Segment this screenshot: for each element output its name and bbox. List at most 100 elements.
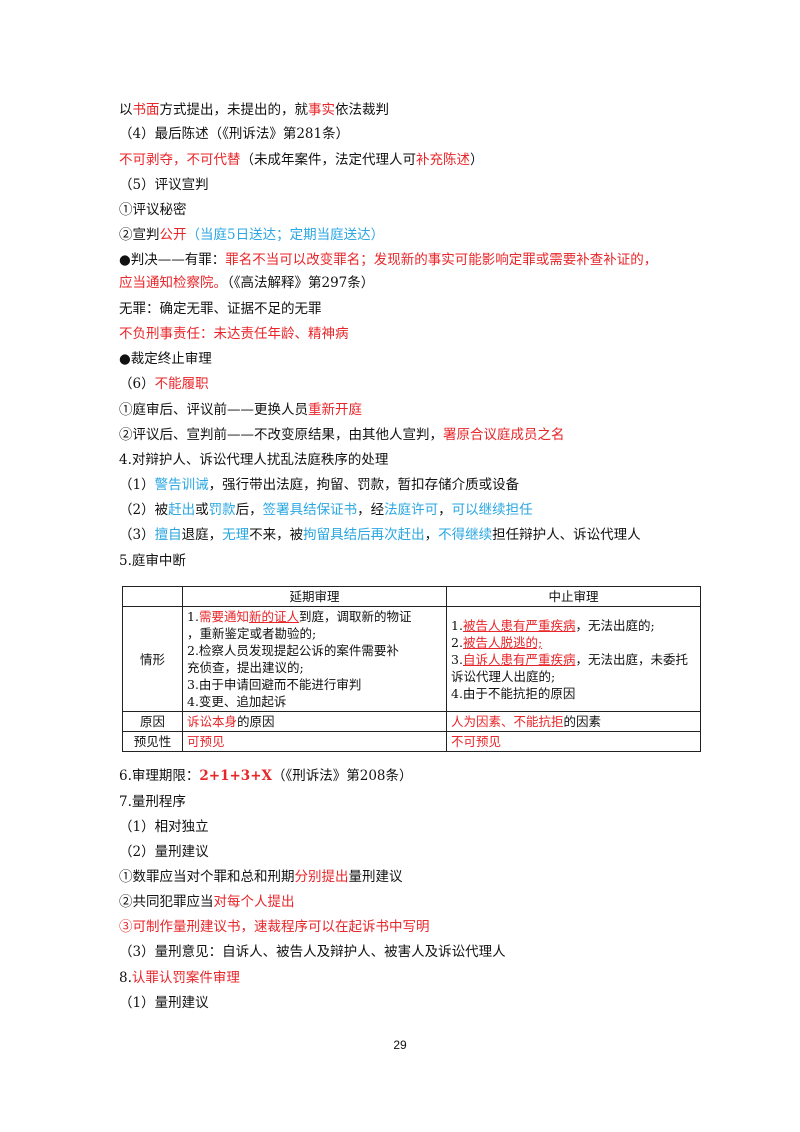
text-run: 担任辩护人、诉讼代理人 [492, 527, 641, 543]
text-run: ， [438, 502, 452, 518]
text-line: （1）警告训诫，强行带出法庭，拘留、罚款，暂扣存储介质或设备 [119, 475, 519, 495]
text-run: ，经 [357, 502, 385, 518]
row-label: 情形 [122, 606, 183, 712]
text-run: 5.庭审中断 [119, 553, 186, 569]
text-line: 以书面方式提出，未提出的，就事实依法裁判 [119, 100, 389, 120]
table-header-postpone: 延期审理 [182, 586, 447, 607]
text-run: 无理 [222, 527, 250, 543]
text-run: 2. [451, 634, 463, 650]
text-run: （4）最后陈述（《刑诉法》第281条） [119, 126, 350, 142]
text-run: ①数罪应当对个罪和总和刑期 [119, 869, 295, 885]
text-run: 人为因素、不能抗拒 [451, 714, 564, 729]
text-run: 充侦查，提出建议的; [187, 660, 304, 675]
text-run: （2）量刑建议 [119, 844, 209, 860]
text-run: 2.检察人员发现提起公诉的案件需要补 [187, 643, 399, 658]
text-line: （2）量刑建议 [119, 842, 209, 862]
text-run: 2+1+3+X [199, 768, 272, 784]
row-label: 预见性 [122, 731, 183, 752]
text-line: ①庭审后、评议前——更换人员重新开庭 [119, 400, 362, 420]
text-line: ③可制作量刑建议书，速裁程序可以在起诉书中写明 [119, 917, 430, 937]
cell-line: 充侦查，提出建议的; [187, 659, 442, 676]
text-run: 自诉人患有严重疾病 [462, 651, 576, 667]
text-run: 不得继续 [438, 527, 493, 543]
suspend-cell: 人为因素、不能抗拒的因素 [446, 711, 701, 732]
text-line: 4.对辩护人、诉讼代理人扰乱法庭秩序的处理 [119, 450, 388, 470]
text-line: （3）擅自退庭，无理不来，被拘留具结后再次赶出，不得继续担任辩护人、诉讼代理人 [119, 525, 641, 545]
text-line: （1）量刑建议 [119, 993, 209, 1013]
text-run: 依法裁判 [335, 102, 389, 118]
text-run: 诉讼代理人出庭的; [451, 668, 556, 684]
table-header-row: 延期审理 中止审理 [122, 586, 701, 607]
text-run: 可以继续担任 [451, 502, 533, 518]
text-run: 赶出 [168, 502, 196, 518]
text-run: ③可制作量刑建议书，速裁程序可以在起诉书中写明 [119, 919, 430, 935]
text-run: 8. [119, 970, 132, 986]
text-run: 6.审理期限： [119, 768, 200, 784]
text-line: ②评议后、宣判前——不改变原结果，由其他人宣判，署原合议庭成员之名 [119, 425, 565, 445]
text-run: 署原合议庭成员之名 [443, 427, 565, 443]
text-run: 不可剥夺，不可代替 [119, 152, 241, 168]
text-line: 不可剥夺，不可代替（未成年案件，法定代理人可补充陈述） [119, 150, 484, 170]
text-line: ②宣判公开（当庭5日送达；定期当庭送达） [119, 225, 384, 245]
text-run: 不能履职 [154, 376, 209, 392]
text-run: （《高法解释》第297条） [227, 275, 375, 291]
text-run: 7.量刑程序 [119, 794, 186, 810]
cell-line: 1.被告人患有严重疾病，无法出庭的; [451, 617, 696, 634]
text-run: ②宣判 [119, 227, 160, 243]
text-line: 8.认罪认罚案件审理 [119, 968, 240, 988]
cell-line: 不可预见 [451, 733, 696, 750]
text-run: 到庭，调取新的物证 [298, 609, 412, 624]
cell-line: 诉讼本身的原因 [187, 713, 442, 730]
row-label: 原因 [122, 711, 183, 732]
text-run: 4.变更、追加起诉 [187, 694, 287, 709]
text-run: 不负刑事责任：未达责任年龄、精神病 [119, 326, 349, 342]
text-line: 5.庭审中断 [119, 551, 186, 571]
text-run: 量刑建议 [348, 869, 403, 885]
text-run: ，强行带出法庭，拘留、罚款，暂扣存储介质或设备 [208, 477, 520, 493]
cell-line: 4.变更、追加起诉 [187, 693, 442, 710]
text-line: ①评议秘密 [119, 200, 187, 220]
text-run: （2）被 [119, 502, 169, 518]
text-run: ②评议后、宣判前——不改变原结果，由其他人宣判， [119, 427, 443, 443]
postpone-cell: 1.需要通知新的证人到庭，调取新的物证，重新鉴定或者勘验的;2.检察人员发现提起… [182, 606, 447, 712]
text-run: 可预见 [187, 734, 225, 749]
text-line: （4）最后陈述（《刑诉法》第281条） [119, 124, 349, 144]
text-run: 罚款 [208, 502, 236, 518]
cell-line: 4.由于不能抗拒的原因 [451, 685, 696, 702]
text-run: 被告人患有严重疾病 [462, 617, 576, 633]
text-run: 警告训诫 [154, 477, 209, 493]
text-line: 无罪：确定无罪、证据不足的无罪 [119, 299, 322, 319]
text-line: （1）相对独立 [119, 817, 209, 837]
cell-line: 人为因素、不能抗拒的因素 [451, 713, 696, 730]
cell-line: ，重新鉴定或者勘验的; [187, 625, 442, 642]
text-run: ①庭审后、评议前——更换人员 [119, 402, 308, 418]
text-run: 后， [235, 502, 263, 518]
text-run: （5）评议宣判 [119, 177, 209, 193]
text-run: （《刑诉法》第208条） [271, 768, 413, 784]
text-run: ） [470, 152, 484, 168]
text-run: ●裁定终止审理 [119, 351, 212, 367]
text-run: 认罪认罚案件审理 [131, 970, 240, 986]
text-run: 拘留具结后再次赶出 [303, 527, 425, 543]
text-line: 7.量刑程序 [119, 792, 186, 812]
cell-line: 1.需要通知新的证人到庭，调取新的物证 [187, 608, 442, 625]
text-run: 新的证人 [248, 609, 299, 624]
text-run: 无罪：确定无罪、证据不足的无罪 [119, 301, 322, 317]
text-run: 法庭许可 [384, 502, 439, 518]
table-row: 原因诉讼本身的原因人为因素、不能抗拒的因素 [122, 711, 701, 732]
text-run: 的原因 [237, 714, 275, 729]
text-run: （3） [119, 527, 155, 543]
text-run: 1. [451, 617, 463, 633]
text-run: 签署具结保证书 [262, 502, 358, 518]
text-line: ②共同犯罪应当对每个人提出 [119, 892, 295, 912]
postpone-cell: 诉讼本身的原因 [182, 711, 447, 732]
text-run: 公开 [159, 227, 187, 243]
text-run: 1. [187, 609, 199, 624]
cell-line: 诉讼代理人出庭的; [451, 668, 696, 685]
text-run: （3）量刑意见：自诉人、被告人及辩护人、被害人及诉讼代理人 [119, 944, 506, 960]
table-header-suspend: 中止审理 [446, 586, 701, 607]
text-run: 被告人脱逃的; [462, 634, 543, 650]
